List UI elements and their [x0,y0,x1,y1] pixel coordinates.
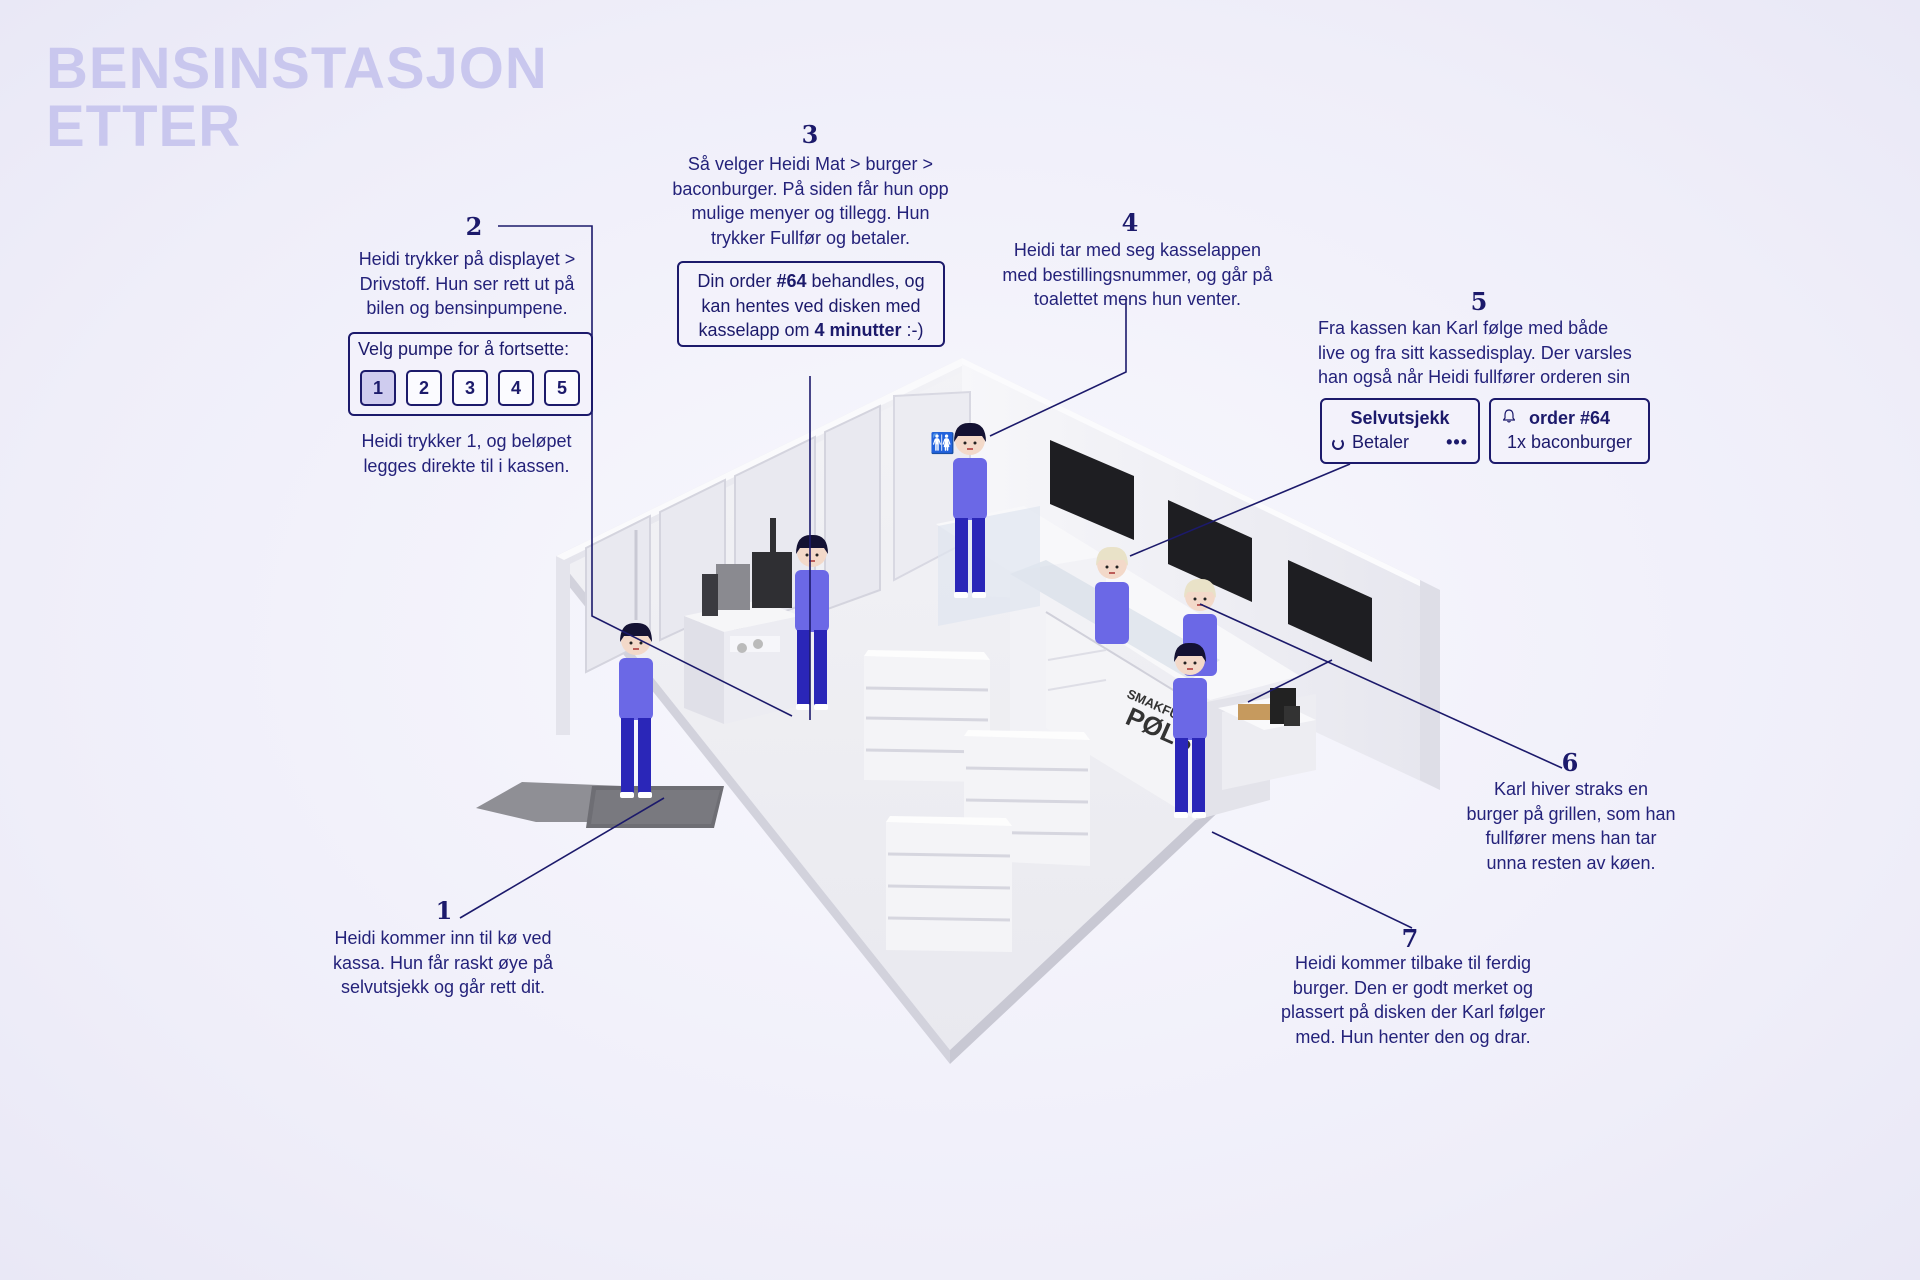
right-wall: 🚻 [893,358,1440,790]
heidi-figure [619,622,653,798]
spinner-icon [1332,438,1344,450]
pump-select-label: Velg pumpe for å fortsette: [358,339,570,359]
step-5-number: 5 [1470,287,1488,316]
menu-screen [1288,560,1372,662]
pump-button-4[interactable]: 4 [498,370,534,406]
pump-button-2[interactable]: 2 [406,370,442,406]
step-2-followup-text: Heidi trykker 1, og beløpet legges direk… [361,431,572,476]
leader-lines [459,225,1563,929]
step-6-number: 6 [1561,748,1579,777]
step-3-text: Så velger Heidi Mat > burger > baconburg… [672,154,949,248]
step-6-text: Karl hiver straks en burger på grillen, … [1466,779,1676,873]
step-2-number: 2 [465,212,483,241]
ellipsis-icon[interactable]: ••• [1446,432,1468,452]
step-4-number: 4 [1121,208,1139,237]
heidi-figure [953,422,987,598]
heidi-figure [795,534,829,710]
title-line-2: ETTER [46,94,242,159]
step-1-number: 1 [435,896,453,925]
order-text: Din order [697,271,777,291]
title-line-1: BENSINSTASJON [46,36,548,101]
step-3-number: 3 [801,120,819,149]
shelf-unit [886,816,1012,952]
checkout-display-title: Selvutsjekk [1350,408,1450,428]
checkout-status: Betaler [1352,432,1410,452]
order-text: :-) [901,320,924,340]
order-text: behandles, og kan hentes ved disken med … [698,271,925,340]
order-number: #64 [776,271,807,291]
checkout-display-panel: Selvutsjekk Betaler ••• [1320,398,1480,464]
pump-select-panel: Velg pumpe for å fortsette: 1 2 3 4 5 [348,332,593,416]
step-2-text: Heidi trykker på displayet > Drivstoff. … [358,249,576,318]
step-7-number: 7 [1401,924,1419,953]
pump-button-3[interactable]: 3 [452,370,488,406]
menu-screen [1168,500,1252,602]
pump-button-5[interactable]: 5 [544,370,580,406]
step-7-text: Heidi kommer tilbake til ferdig burger. … [1280,953,1546,1047]
page-title: BENSINSTASJON ETTER [46,40,548,156]
order-notification-item: 1x baconburger [1506,432,1633,452]
coffee-station [684,518,800,724]
karl-figure [1183,578,1217,676]
pickup-time: 4 minutter [814,320,902,340]
step-4-text: Heidi tar med seg kasselappen med bestil… [1002,240,1273,309]
heidi-figure [1173,642,1207,818]
menu-screen [1050,440,1134,540]
svg-text:🚻: 🚻 [930,431,955,455]
step-5-text: Fra kassen kan Karl følge med både live … [1318,318,1632,387]
karl-figure [1095,546,1129,644]
bell-icon [1503,409,1515,423]
order-notification-title: order #64 [1528,408,1611,428]
pump-button-1[interactable]: 1 [360,370,396,406]
order-notification-panel: order #64 1x baconburger [1489,398,1650,464]
step-1-text: Heidi kommer inn til kø ved kassa. Hun f… [332,928,554,997]
order-receipt-panel: Din order #64 behandles, og kan hentes v… [677,261,945,347]
